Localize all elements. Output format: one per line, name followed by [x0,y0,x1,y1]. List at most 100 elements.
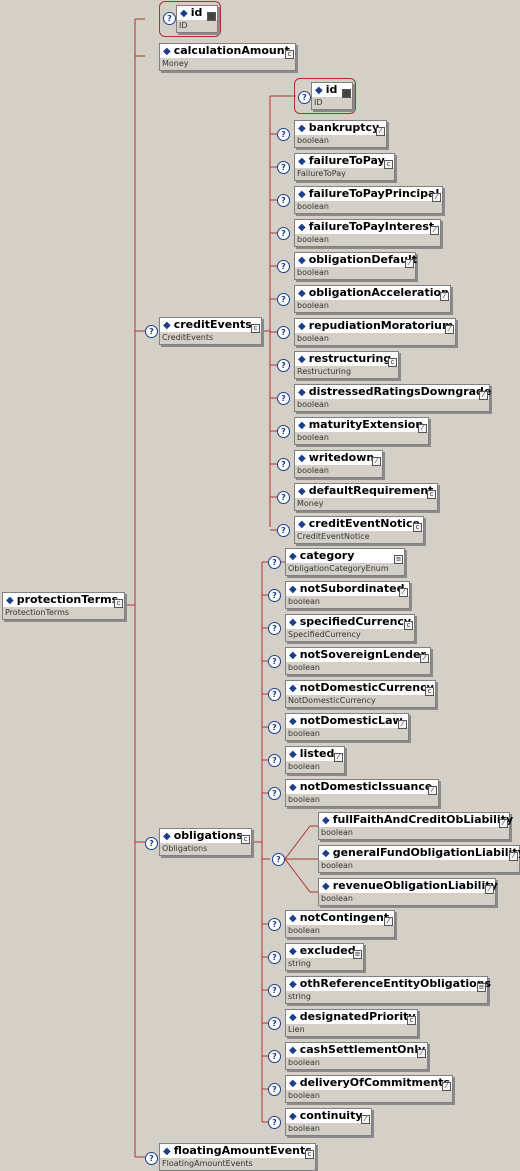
help-icon[interactable]: ? [163,12,176,25]
simple-type-icon: ≡ [394,555,403,564]
help-icon[interactable]: ? [268,951,281,964]
help-icon[interactable]: ? [277,161,290,174]
simple-type-icon: ⁄ [417,1049,426,1058]
help-icon[interactable]: ? [268,1083,281,1096]
help-icon[interactable]: ? [277,359,290,372]
help-icon[interactable]: ? [145,1152,158,1165]
node-type: boolean [295,432,428,444]
help-icon[interactable]: ? [268,688,281,701]
help-icon[interactable]: ? [277,260,290,273]
help-icon[interactable]: ? [145,325,158,338]
node-type: boolean [295,234,440,246]
node-creditEvents[interactable]: creditEvents CreditEvents c [159,317,262,345]
help-icon[interactable]: ? [277,293,290,306]
node-name: failureToPayPrincipal [298,187,440,200]
node-floatingAmountEvents[interactable]: floatingAmountEvents FloatingAmountEvent… [159,1143,316,1171]
complex-type-icon: c [407,1016,416,1025]
help-icon[interactable]: ? [268,556,281,569]
attribute-icon: - [342,89,351,98]
node-type: boolean [286,596,409,608]
help-icon[interactable]: ? [277,392,290,405]
help-icon[interactable]: ? [145,837,158,850]
help-icon[interactable]: ? [268,721,281,734]
attribute-icon: - [207,12,216,21]
help-icon[interactable]: ? [268,1017,281,1030]
node-type: boolean [295,333,455,345]
node-name: fullFaithAndCreditObLiability [322,813,513,826]
node-id[interactable]: id ID - [311,82,353,110]
help-icon[interactable]: ? [277,128,290,141]
node-name: repudiationMoratorium [298,319,454,332]
help-icon[interactable]: ? [277,326,290,339]
node-type: ID [177,20,217,32]
help-icon[interactable]: ? [277,194,290,207]
node-name: category [289,549,355,562]
help-icon[interactable]: ? [277,524,290,537]
help-icon[interactable]: ? [277,425,290,438]
help-icon[interactable]: ? [277,491,290,504]
help-icon[interactable]: ? [268,622,281,635]
node-name: obligations [163,829,243,842]
node-name: continuity [289,1109,363,1122]
complex-type-icon: c [404,621,413,630]
help-icon[interactable]: ? [277,458,290,471]
node-name: notDomesticLaw [289,714,403,727]
help-icon[interactable]: ? [268,655,281,668]
help-icon[interactable]: ? [268,589,281,602]
node-type: Money [160,58,295,70]
help-icon[interactable]: ? [298,91,311,104]
node-name: cashSettlementOnly [289,1043,426,1056]
simple-type-icon: ⁄ [420,654,429,663]
complex-type-icon: c [251,324,260,333]
node-obligations[interactable]: obligations Obligations c [159,828,252,856]
simple-type-icon: ⁄ [432,193,441,202]
node-name: othReferenceEntityObligations [289,977,491,990]
help-icon[interactable]: ? [268,1050,281,1063]
node-name: maturityExtension [298,418,423,431]
help-icon[interactable]: ? [268,754,281,767]
help-icon[interactable]: ? [272,853,285,866]
node-type: boolean [286,761,344,773]
node-calculationAmount[interactable]: calculationAmount Money c [159,43,296,71]
help-icon[interactable]: ? [268,984,281,997]
help-icon[interactable]: ? [277,227,290,240]
node-protectionTerms[interactable]: protectionTerms ProtectionTerms c [2,592,125,620]
help-icon[interactable]: ? [268,787,281,800]
help-icon[interactable]: ? [268,1116,281,1129]
simple-type-icon: ⁄ [485,885,494,894]
help-icon[interactable]: ? [268,918,281,931]
node-id[interactable]: id ID - [176,5,218,33]
node-name: obligationAcceleration [298,286,449,299]
